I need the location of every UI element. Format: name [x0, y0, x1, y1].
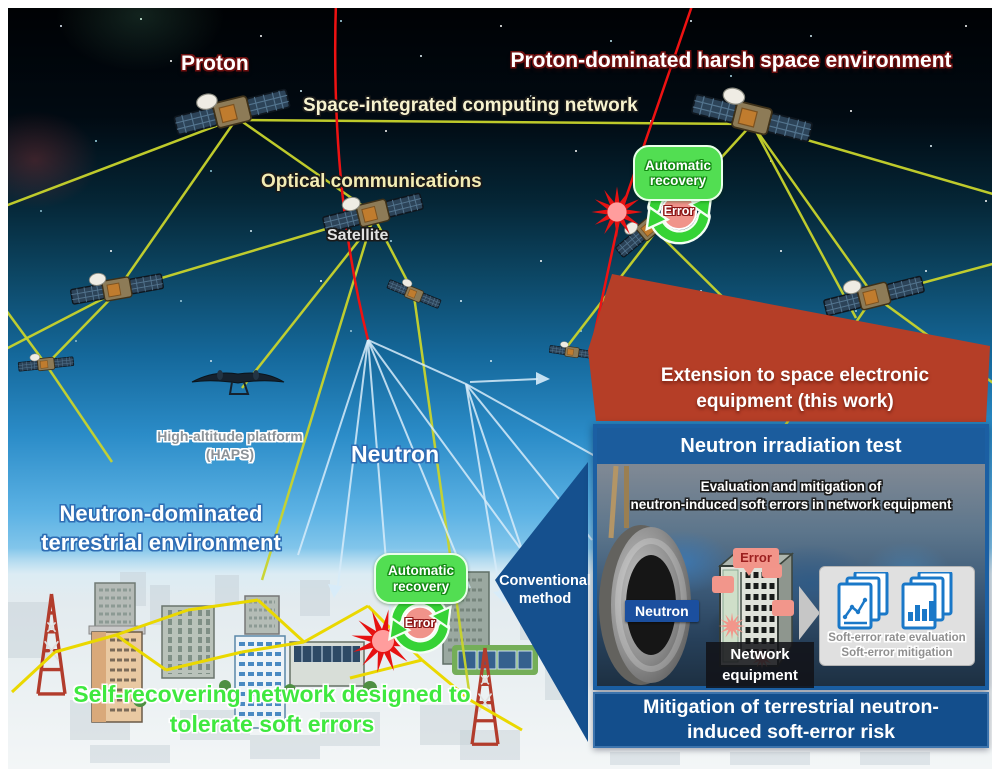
haps-line1: High-altitude platform [157, 428, 303, 444]
automatic-recovery-bubble: Automatic recovery [374, 553, 468, 604]
terrestrial-line1: Neutron-dominated [59, 501, 263, 526]
tree [133, 693, 147, 707]
extension-line1: Extension to space electronic [660, 365, 930, 386]
terrestrial-environment-title: Neutron-dominated terrestrial environmen… [8, 500, 314, 557]
self-line1: Self-recovering network designed to [73, 681, 471, 707]
automatic-recovery-bubble: Automatic recovery [633, 145, 723, 201]
tree [363, 681, 377, 695]
haps-label: High-altitude platform (HAPS) [128, 428, 332, 463]
neutron-irradiation-panel: Neutron irradiation test Evaluation and … [593, 424, 989, 690]
error-label: Error [663, 204, 695, 218]
mitigation-line1: Mitigation of terrestrial neutron- [643, 696, 939, 718]
conventional-method-label: Conventional method [499, 573, 591, 608]
extension-banner-text: Extension to space electronic equipment … [630, 363, 960, 414]
bar-chart-report-icon [901, 572, 953, 630]
error-label: Error [404, 616, 436, 630]
self-line2: tolerate soft errors [169, 710, 375, 737]
space-network-label: Space-integrated computing network [303, 95, 638, 116]
caption-line1: Evaluation and mitigation of [700, 479, 882, 494]
results-card: Soft-error rate evaluation Soft-error mi… [819, 566, 975, 666]
satellite-label: Satellite [327, 227, 389, 244]
proton-label: Proton [181, 52, 249, 75]
lab-pipe [624, 466, 629, 528]
space-environment-title: Proton-dominated harsh space environment [510, 49, 952, 72]
report-icons [820, 572, 974, 630]
equipment-line1: Network [730, 646, 790, 663]
tree [284, 684, 296, 696]
extension-line2: equipment (this work) [696, 390, 894, 412]
neutron-label: Neutron [351, 441, 440, 467]
caption-line2: neutron-induced soft errors in network e… [630, 496, 952, 512]
recovery-bubble-text: Automatic recovery [387, 563, 454, 594]
flow-arrow-icon [799, 586, 820, 640]
line-chart-report-icon [837, 572, 889, 630]
error-burst-icon [345, 603, 421, 679]
haps-drone-icon [191, 370, 285, 395]
results-caption: Soft-error rate evaluation Soft-error mi… [820, 631, 974, 661]
conventional-method-wedge [495, 462, 588, 742]
neutron-badge: Neutron [625, 600, 699, 622]
self-recovering-caption: Self-recovering network designed to tole… [24, 680, 520, 740]
tree [219, 680, 231, 692]
extension-wedge [588, 274, 990, 422]
result-line1: Soft-error rate evaluation [828, 632, 966, 644]
terrestrial-line2: terrestrial environment [41, 529, 281, 555]
mitigation-line2: induced soft-error risk [686, 721, 896, 744]
equipment-error-badge: Error [733, 548, 779, 568]
network-equipment-label: Network equipment [706, 642, 814, 688]
error-badge-tail [743, 567, 755, 576]
haps-line2: (HAPS) [205, 445, 255, 462]
city-buildings [36, 571, 538, 746]
result-line2: Soft-error mitigation [841, 646, 953, 659]
equipment-line2: equipment [722, 667, 798, 684]
optical-communications-label: Optical communications [261, 171, 482, 192]
panel-title: Neutron irradiation test [597, 428, 985, 464]
recovery-bubble-text: Automatic recovery [644, 157, 711, 188]
error-burst-icon [591, 186, 643, 238]
office-building [94, 582, 136, 632]
panel-caption: Evaluation and mitigation of neutron-ind… [607, 478, 975, 513]
mitigation-banner: Mitigation of terrestrial neutron- induc… [593, 692, 989, 748]
